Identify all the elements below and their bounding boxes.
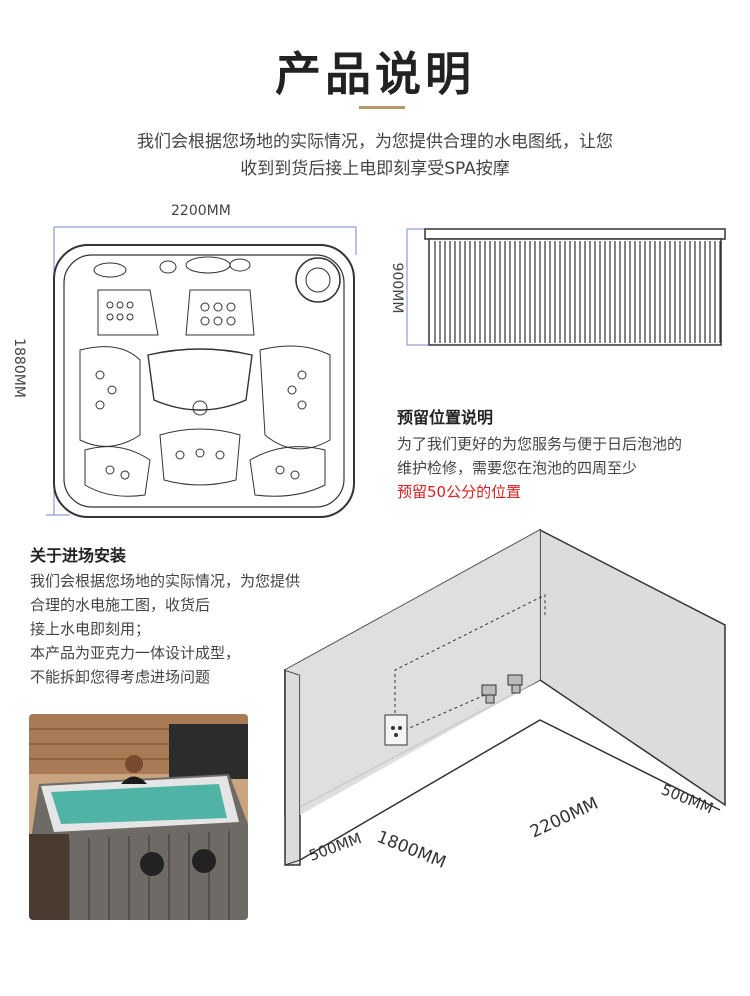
install-text-line: 我们会根据您场地的实际情况，为您提供 (30, 572, 301, 590)
install-text-line: 接上水电即刻用； (30, 620, 151, 638)
intro-line-1: 我们会根据您场地的实际情况，为您提供合理的水电图纸，让您 (137, 132, 613, 152)
depth-dimension-label: 1880MM (11, 338, 27, 398)
width-dimension-label: 2200MM (171, 203, 231, 219)
install-text-line: 不能拆卸您得考虑进场问题 (30, 668, 211, 686)
height-dimension-label: 900MM (389, 262, 405, 314)
reserve-highlight-text: 预留50公分的位置 (397, 483, 522, 501)
reserve-section-text: 为了我们更好的为您服务与便于日后泡池的 维护检修，需要您在泡池的四周至少 预留5… (397, 432, 742, 504)
title-underline (359, 106, 405, 109)
install-text-line: 本产品为亚克力一体设计成型， (30, 644, 241, 662)
room-layout-diagram (284, 528, 726, 866)
spa-product-photo (29, 714, 248, 920)
spa-photo-illustration (29, 714, 248, 920)
intro-line-2: 收到到货后接上电即刻享受SPA按摩 (240, 159, 510, 179)
reserve-section-title: 预留位置说明 (397, 408, 494, 427)
install-section-text: 我们会根据您场地的实际情况，为您提供 合理的水电施工图，收货后 接上水电即刻用；… (30, 569, 360, 689)
install-text-line: 合理的水电施工图，收货后 (30, 596, 211, 614)
reserve-text-line-2: 维护检修，需要您在泡池的四周至少 (397, 459, 638, 477)
tub-side-view-diagram (406, 228, 726, 346)
tub-top-view-diagram (46, 226, 357, 518)
install-section-title: 关于进场安装 (30, 546, 127, 565)
page-title: 产品说明 (275, 47, 475, 101)
reserve-text-line-1: 为了我们更好的为您服务与便于日后泡池的 (397, 435, 683, 453)
